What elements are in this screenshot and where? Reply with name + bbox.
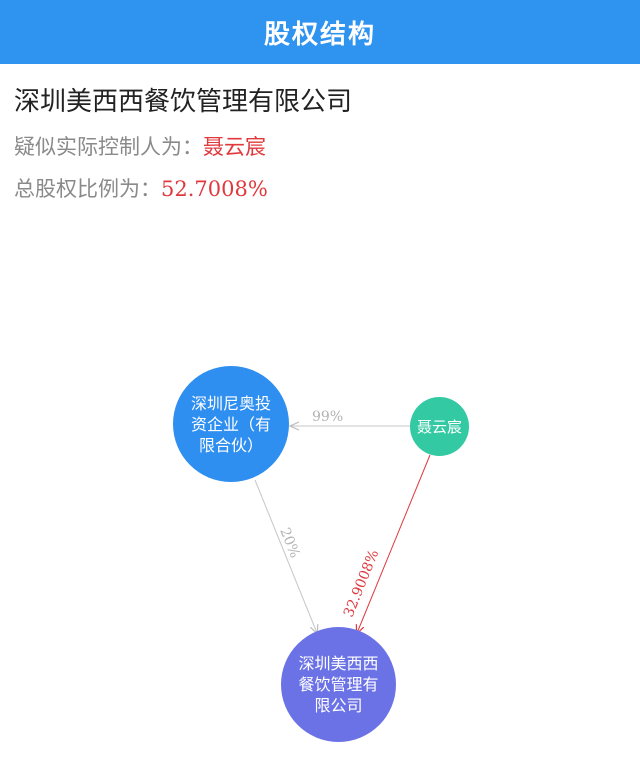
equity-ratio-value: 52.7008% [161, 177, 268, 201]
company-name: 深圳美西西餐饮管理有限公司 [14, 87, 353, 117]
edge-label-person-to-company: 32.9008% [341, 547, 383, 619]
app-header: 股权结构 [0, 0, 640, 64]
node-target-company-label: 深圳美西西餐饮管理有限公司 [298, 654, 379, 715]
edge-person-to-company [357, 454, 431, 633]
controller-row: 疑似实际控制人为：聂云宸 [14, 132, 626, 162]
page-title: 股权结构 [263, 19, 376, 50]
node-target-company[interactable]: 深圳美西西餐饮管理有限公司 [281, 627, 396, 742]
controller-label: 疑似实际控制人为： [14, 135, 203, 159]
company-info: 深圳美西西餐饮管理有限公司 疑似实际控制人为：聂云宸 总股权比例为：52.700… [14, 84, 626, 204]
node-shareholder-fund-label: 深圳尼奥投资企业（有限合伙） [190, 393, 271, 455]
node-controller-person-label: 聂云宸 [416, 418, 462, 436]
node-controller-person[interactable]: 聂云宸 [410, 397, 469, 456]
edge-fund-to-company [254, 479, 317, 633]
controller-name[interactable]: 聂云宸 [203, 135, 266, 159]
edge-label-person-to-fund: 99% [312, 409, 343, 425]
equity-ratio-label: 总股权比例为： [14, 177, 161, 201]
equity-ratio-row: 总股权比例为：52.7008% [14, 174, 626, 204]
node-shareholder-fund[interactable]: 深圳尼奥投资企业（有限合伙） [173, 366, 289, 482]
